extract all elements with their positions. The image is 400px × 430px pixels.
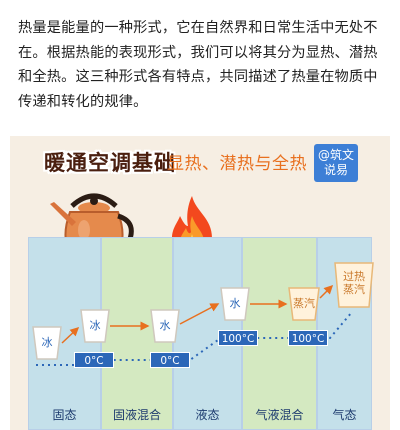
- cup-icon: [334, 262, 374, 308]
- intro-line-1: 热量是能量的一种形式，它在自然界和日常生活中无处不: [18, 20, 378, 36]
- phase-label: 气态: [332, 408, 357, 422]
- cup-icon: [288, 287, 320, 321]
- state-cup: 冰: [32, 326, 62, 360]
- phase-label: 固态: [52, 408, 77, 422]
- graphic-title: 暖通空调基础: [44, 151, 176, 175]
- phase-diagram-card: 暖通空调基础 显热、潜热与全热 @筑文 说易 固态固液混合液态气液混合气态 冰冰…: [10, 136, 390, 430]
- intro-line-2: 在。根据热能的表现形式，我们可以将其分为显热、潜热: [18, 44, 378, 61]
- cup-label: 水: [229, 297, 241, 310]
- temperature-tag: 100°C: [218, 330, 258, 346]
- phase-label: 气液混合: [255, 408, 304, 422]
- state-cup: 水: [220, 287, 250, 321]
- cup-icon: [150, 309, 180, 343]
- state-cup: 水: [150, 309, 180, 343]
- cup-icon: [220, 287, 250, 321]
- cup-label: 冰: [89, 319, 101, 332]
- logo-line-1: @筑文: [317, 148, 354, 162]
- cup-icon: [32, 326, 62, 360]
- phase-label: 固液混合: [112, 408, 161, 422]
- flow-arrow: [61, 326, 80, 344]
- cup-icon: [80, 309, 110, 343]
- temperature-tag: 0°C: [74, 352, 114, 368]
- state-cup: 冰: [80, 309, 110, 343]
- cup-label: 水: [159, 319, 171, 332]
- intro-paragraph: 热量是能量的一种形式，它在自然界和日常生活中无处不 在。根据热能的表现形式，我们…: [18, 16, 384, 114]
- cup-label: 蒸汽: [293, 297, 315, 310]
- cup-label: 过热 蒸汽: [343, 270, 365, 296]
- intro-line-4: 传递和转化的规律。: [18, 93, 148, 110]
- brand-logo: @筑文 说易: [314, 144, 358, 182]
- state-cup: 蒸汽: [288, 287, 320, 321]
- phase-label: 液态: [195, 408, 220, 422]
- intro-line-3: 和全热。这三种形式各有特点，共同描述了热量在物质中: [18, 69, 378, 85]
- state-cup: 过热 蒸汽: [334, 262, 374, 308]
- graphic-subtitle: 显热、潜热与全热: [167, 154, 307, 174]
- flow-arrow: [319, 284, 334, 299]
- cup-label: 冰: [41, 336, 53, 349]
- flow-arrow: [179, 303, 220, 325]
- temperature-tag: 0°C: [150, 352, 190, 368]
- logo-line-2: 说易: [323, 163, 348, 177]
- process-flow: [36, 284, 353, 366]
- temperature-tag: 100°C: [288, 330, 328, 346]
